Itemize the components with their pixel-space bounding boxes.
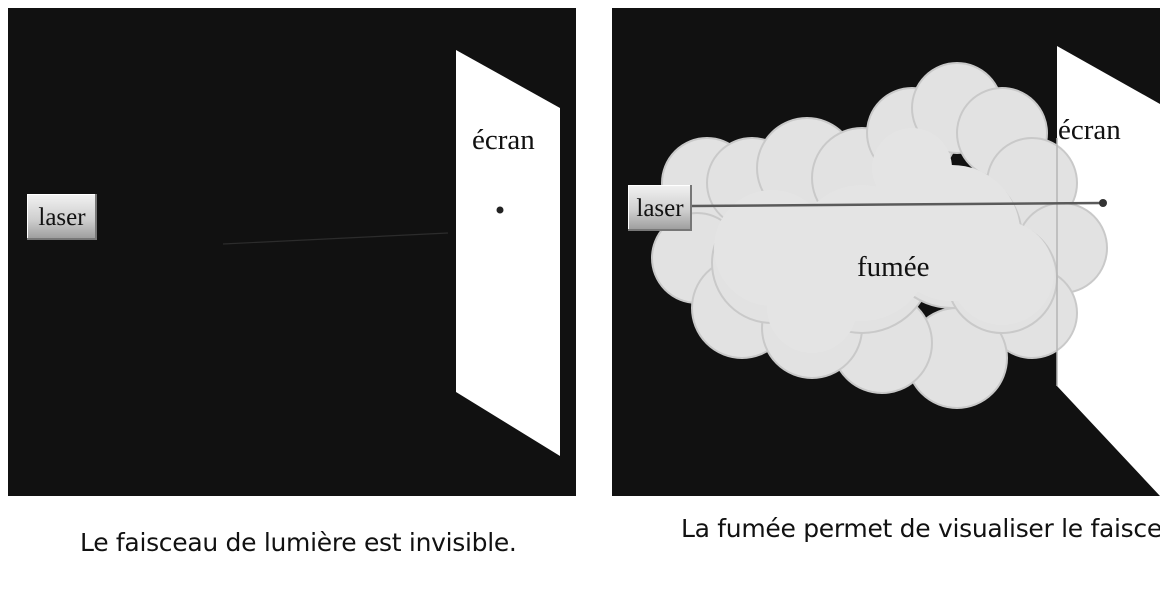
screen-label: écran <box>472 124 535 156</box>
smoke-core <box>714 128 1054 353</box>
panel-invisible-beam: laser écran <box>8 8 576 496</box>
right-scene <box>651 46 1160 496</box>
faint-beam <box>222 232 449 245</box>
laser-device: laser <box>628 185 692 231</box>
left-scene <box>222 50 560 456</box>
smoke-label: fumée <box>857 251 930 283</box>
laser-device: laser <box>27 194 97 240</box>
caption-right: La fumée permet de visualiser le faiscea… <box>681 514 1160 543</box>
light-spot <box>496 206 504 214</box>
light-spot <box>1099 199 1107 207</box>
laser-label: laser <box>636 194 684 222</box>
screen <box>1057 46 1160 496</box>
panel-visible-beam: laser écran fumée <box>612 8 1160 496</box>
screen <box>456 50 560 456</box>
caption-left: Le faisceau de lumière est invisible. <box>80 528 517 557</box>
laser-label: laser <box>38 203 86 231</box>
screen-label: écran <box>1058 114 1121 146</box>
visible-beam <box>691 201 1103 208</box>
